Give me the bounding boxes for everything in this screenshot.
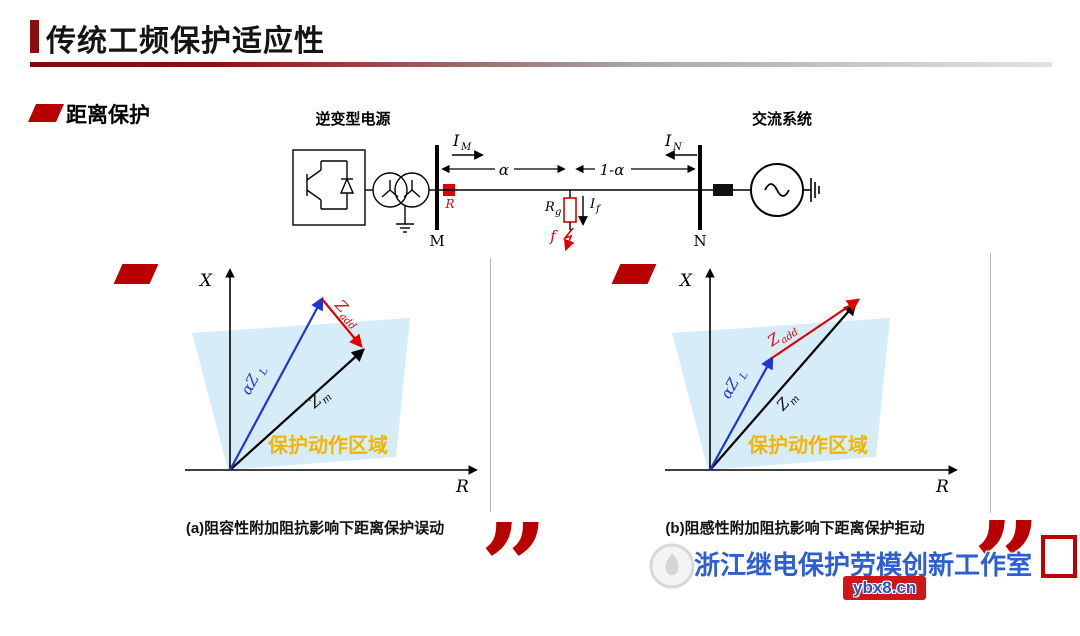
bus-n-label: N (693, 232, 706, 250)
transformer-ground-symbol (396, 206, 414, 233)
current-m-label: I (452, 131, 460, 150)
fault-resistor (563, 197, 577, 223)
page-title: 传统工频保护适应性 (46, 25, 325, 58)
fault-current-label: I (589, 197, 596, 212)
vertical-separator-left (490, 258, 491, 512)
inverter-source-label: 逆变型电源 (315, 110, 390, 128)
fault-resistance-label: R (544, 200, 555, 215)
bus-m-label: M (429, 232, 444, 250)
section-label: 距离保护 (66, 104, 150, 127)
caption-a: (a)阻容性附加阻抗影响下距离保护误动 (185, 520, 445, 537)
axis-x-label: X (678, 271, 693, 291)
vector-alpha-zl (229, 296, 324, 471)
operating-zone-label: 保护动作区域 (267, 433, 388, 457)
vector-z-add (321, 298, 363, 349)
operating-zone-region (672, 318, 890, 470)
ac-system-label: 交流系统 (752, 110, 812, 128)
impedance-plane-b: 保护动作区域 X R αZ L Z add Z m (665, 268, 958, 497)
system-ground-symbol (803, 178, 820, 202)
vector-z-measured (229, 348, 365, 471)
watermark-corner-box (1041, 535, 1077, 578)
quote-mark-left: ” (480, 497, 548, 636)
caption-b: (b)阻感性附加阻抗影响下距离保护拒动 (665, 520, 925, 537)
operating-zone-label: 保护动作区域 (747, 433, 868, 457)
current-m-subscript: M (460, 142, 472, 153)
alpha-label: α (499, 161, 509, 179)
axis-r-label: R (935, 477, 949, 497)
site-badge: ybx8.cn (843, 576, 927, 600)
vector-z-measured (709, 302, 857, 471)
vertical-separator-right (990, 253, 991, 513)
current-n-subscript: N (672, 142, 683, 153)
title-divider (30, 62, 1052, 67)
system-impedance-box (713, 184, 733, 196)
studio-name: 浙江继电保护劳模创新工作室 (694, 550, 1033, 580)
current-n-label: I (664, 131, 672, 150)
transformer-symbol (365, 172, 435, 208)
inverter-symbol (292, 149, 366, 226)
title-accent-bar (30, 20, 39, 53)
one-minus-alpha-label: 1-α (600, 161, 625, 179)
vector-alpha-zl (709, 355, 774, 471)
studio-logo-icon (649, 543, 695, 589)
fault-current-subscript: f (595, 204, 602, 215)
section-bullet-parallelogram (27, 104, 65, 122)
fault-lightning-arrow (562, 227, 575, 252)
relay-label: R (444, 197, 454, 211)
axis-r-label: R (455, 477, 469, 497)
fault-resistance-subscript: g (555, 207, 561, 218)
circuit-diagram: 逆变型电源 交流系统 M R I M I (292, 110, 820, 252)
ac-generator-symbol (750, 163, 804, 217)
axis-x-label: X (198, 271, 213, 291)
impedance-plane-a: 保护动作区域 X R αZ L Z add Z m (185, 268, 478, 497)
fault-point-label: f (549, 227, 558, 245)
vector-z-add (771, 298, 861, 359)
